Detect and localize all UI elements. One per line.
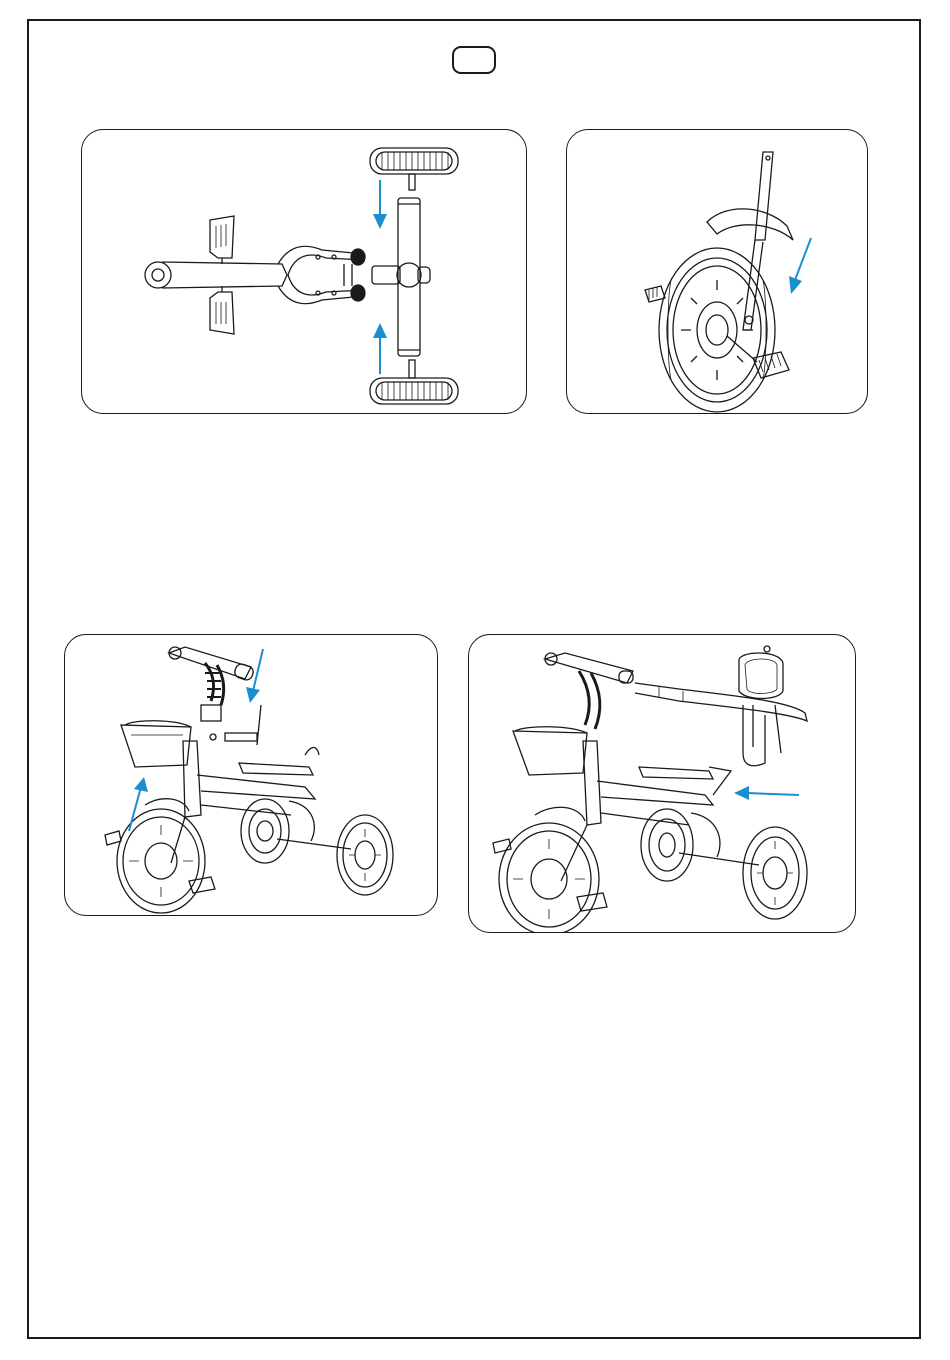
step-2-panel — [566, 129, 868, 414]
step-1-arrows — [82, 130, 527, 414]
arrow-icon — [246, 649, 263, 703]
step-2-arrows — [567, 130, 868, 414]
step-4-arrows — [469, 635, 856, 933]
arrow-icon — [373, 180, 387, 229]
arrow-icon — [129, 777, 148, 831]
page-number-box — [452, 46, 496, 74]
step-1-panel — [81, 129, 527, 414]
step-4-panel — [468, 634, 856, 933]
step-3-panel — [64, 634, 438, 916]
arrow-icon — [373, 323, 387, 374]
arrow-icon — [789, 238, 811, 294]
step-3-arrows — [65, 635, 438, 916]
arrow-icon — [734, 786, 799, 800]
